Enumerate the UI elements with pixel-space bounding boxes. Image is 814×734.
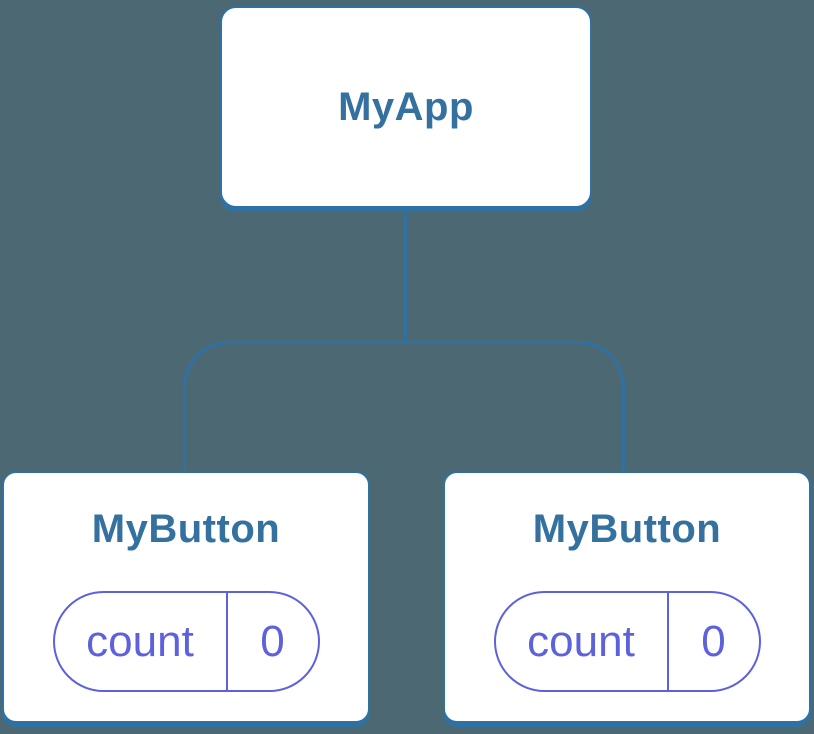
- state-value: 0: [260, 616, 285, 666]
- state-pill: count 0: [493, 591, 761, 692]
- component-node-mybutton-left: MyButton count 0: [2, 471, 370, 723]
- state-pill: count 0: [52, 591, 320, 692]
- state-value: 0: [701, 616, 726, 666]
- tree-connector-branch: [183, 341, 625, 472]
- node-label: MyButton: [91, 507, 281, 551]
- state-name: count: [55, 593, 228, 690]
- state-name: count: [496, 593, 669, 690]
- tree-connector-stem: [404, 212, 407, 343]
- node-label: MyButton: [532, 507, 722, 551]
- node-label: MyApp: [338, 85, 474, 129]
- component-node-myapp: MyApp: [220, 6, 592, 208]
- component-node-mybutton-right: MyButton count 0: [443, 471, 811, 723]
